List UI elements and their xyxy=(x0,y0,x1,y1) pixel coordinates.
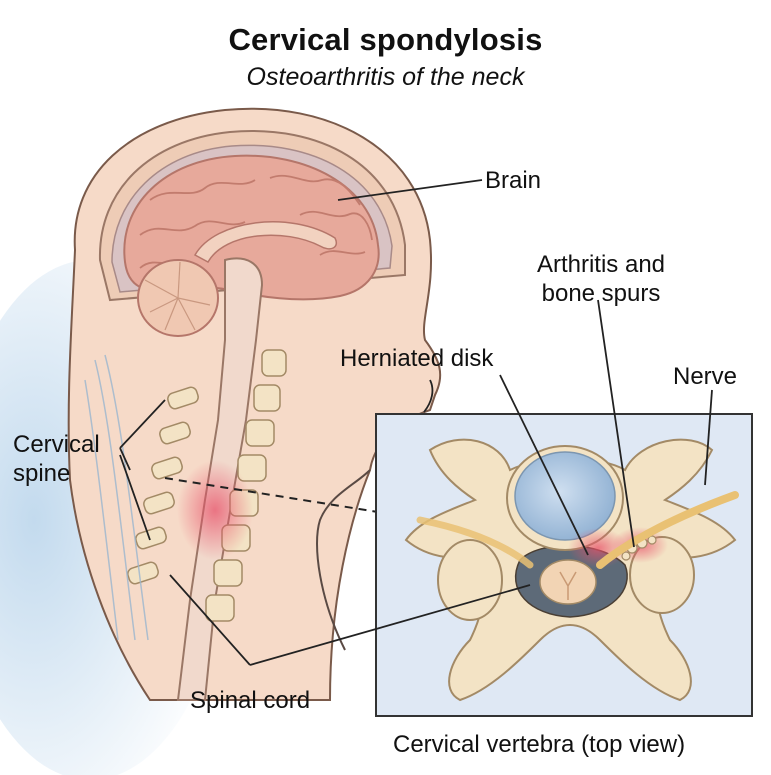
inset-pointer xyxy=(164,477,379,513)
vertebra-top-view xyxy=(404,438,739,702)
label-herniated-disk: Herniated disk xyxy=(340,345,494,372)
inset-caption: Cervical vertebra (top view) xyxy=(393,731,686,758)
label-brain: Brain xyxy=(485,167,542,194)
label-cervical-spine: Cervical spine xyxy=(13,430,100,488)
posterior-processes xyxy=(127,386,199,585)
spine-inflammation xyxy=(177,460,253,560)
corpus-callosum xyxy=(193,221,337,264)
label-spinal-cord: Spinal cord xyxy=(190,687,311,714)
diagram-subtitle: Osteoarthritis of the neck xyxy=(246,63,525,91)
label-arthritis-line2: bone spurs xyxy=(541,280,661,307)
label-arthritis-line1: Arthritis and xyxy=(536,251,666,278)
label-cervical-line2: spine xyxy=(13,460,71,487)
neck-outline xyxy=(316,469,371,651)
label-nerve: Nerve xyxy=(673,363,738,390)
cerebellum-lines xyxy=(144,261,211,331)
label-arthritis-bone-spurs: Arthritis and bone spurs xyxy=(516,250,686,308)
diagram-title: Cervical spondylosis xyxy=(228,22,543,57)
leader-lines xyxy=(119,179,713,666)
brain-folds xyxy=(139,174,373,269)
label-cervical-line1: Cervical xyxy=(13,431,100,458)
